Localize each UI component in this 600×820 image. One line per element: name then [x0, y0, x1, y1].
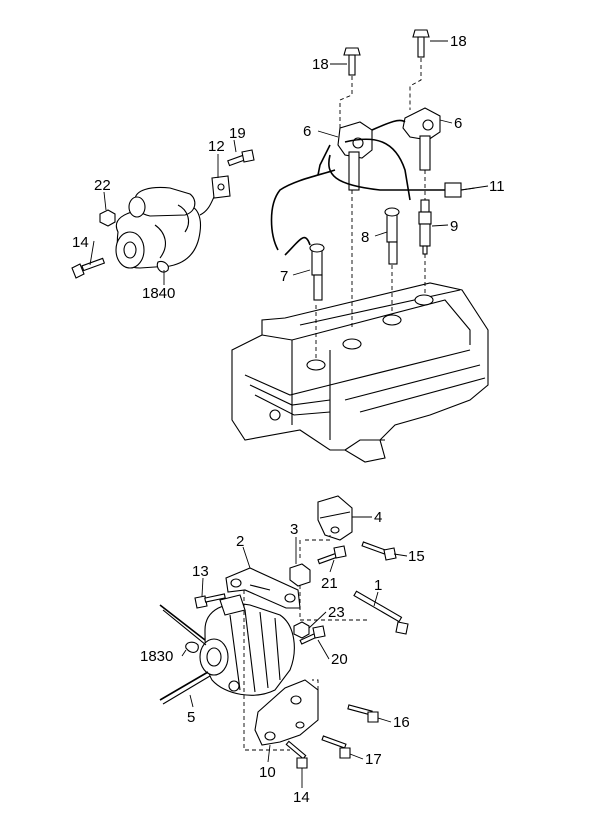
label-4: 4	[374, 509, 382, 526]
label-1840: 1840	[142, 285, 175, 302]
bolt-14-starter	[71, 257, 106, 279]
label-16: 16	[393, 714, 410, 731]
bolt-20	[299, 625, 326, 645]
bracket-4	[317, 495, 353, 541]
bolt-16	[347, 704, 379, 723]
label-17: 17	[365, 751, 382, 768]
ignition-coil-left	[337, 121, 373, 191]
bolt-17	[321, 735, 351, 759]
label-15: 15	[408, 548, 425, 565]
plug-lead-7	[309, 243, 325, 301]
bolt-1	[353, 590, 409, 635]
ignition-coil-right	[402, 107, 441, 171]
label-14-lower: 14	[293, 789, 310, 806]
label-11: 11	[489, 178, 505, 195]
part-1830	[185, 641, 199, 653]
label-18-left: 18	[312, 56, 329, 73]
bolt-18-left	[343, 47, 361, 76]
label-20: 20	[331, 651, 348, 668]
spark-plug-9	[418, 199, 432, 255]
label-9: 9	[450, 218, 458, 235]
label-13: 13	[192, 563, 209, 580]
label-12: 12	[208, 138, 225, 155]
label-8: 8	[361, 229, 369, 246]
label-1: 1	[374, 577, 382, 594]
label-22: 22	[94, 177, 111, 194]
bracket-2	[225, 567, 301, 609]
starter-bracket-12	[211, 175, 231, 199]
label-6-left: 6	[303, 123, 311, 140]
nut-23	[293, 621, 310, 639]
plug-lead-8	[384, 207, 400, 265]
bolt-21	[317, 545, 347, 565]
label-14-starter: 14	[72, 234, 89, 251]
lower-bracket-10	[254, 679, 319, 746]
alternator	[199, 594, 295, 696]
bolt-13	[194, 593, 226, 609]
label-3: 3	[290, 521, 298, 538]
belt-5	[159, 604, 211, 705]
label-1830: 1830	[140, 648, 173, 665]
wiring-harness	[270, 119, 476, 256]
label-5: 5	[187, 709, 195, 726]
bolt-14-lower	[285, 740, 308, 769]
nut-22	[99, 209, 116, 227]
label-21: 21	[321, 575, 338, 592]
bolt-15	[361, 541, 397, 561]
bolt-19	[227, 149, 255, 167]
starter-motor	[115, 186, 216, 273]
label-18-right: 18	[450, 33, 467, 50]
label-6-right: 6	[454, 115, 462, 132]
label-2: 2	[236, 533, 244, 550]
bolt-18-right	[412, 29, 430, 58]
cylinder-head-cover	[231, 282, 489, 463]
spacer-3	[289, 563, 311, 587]
label-19: 19	[229, 125, 246, 142]
label-10: 10	[259, 764, 276, 781]
label-7: 7	[280, 268, 288, 285]
label-23: 23	[328, 604, 345, 621]
